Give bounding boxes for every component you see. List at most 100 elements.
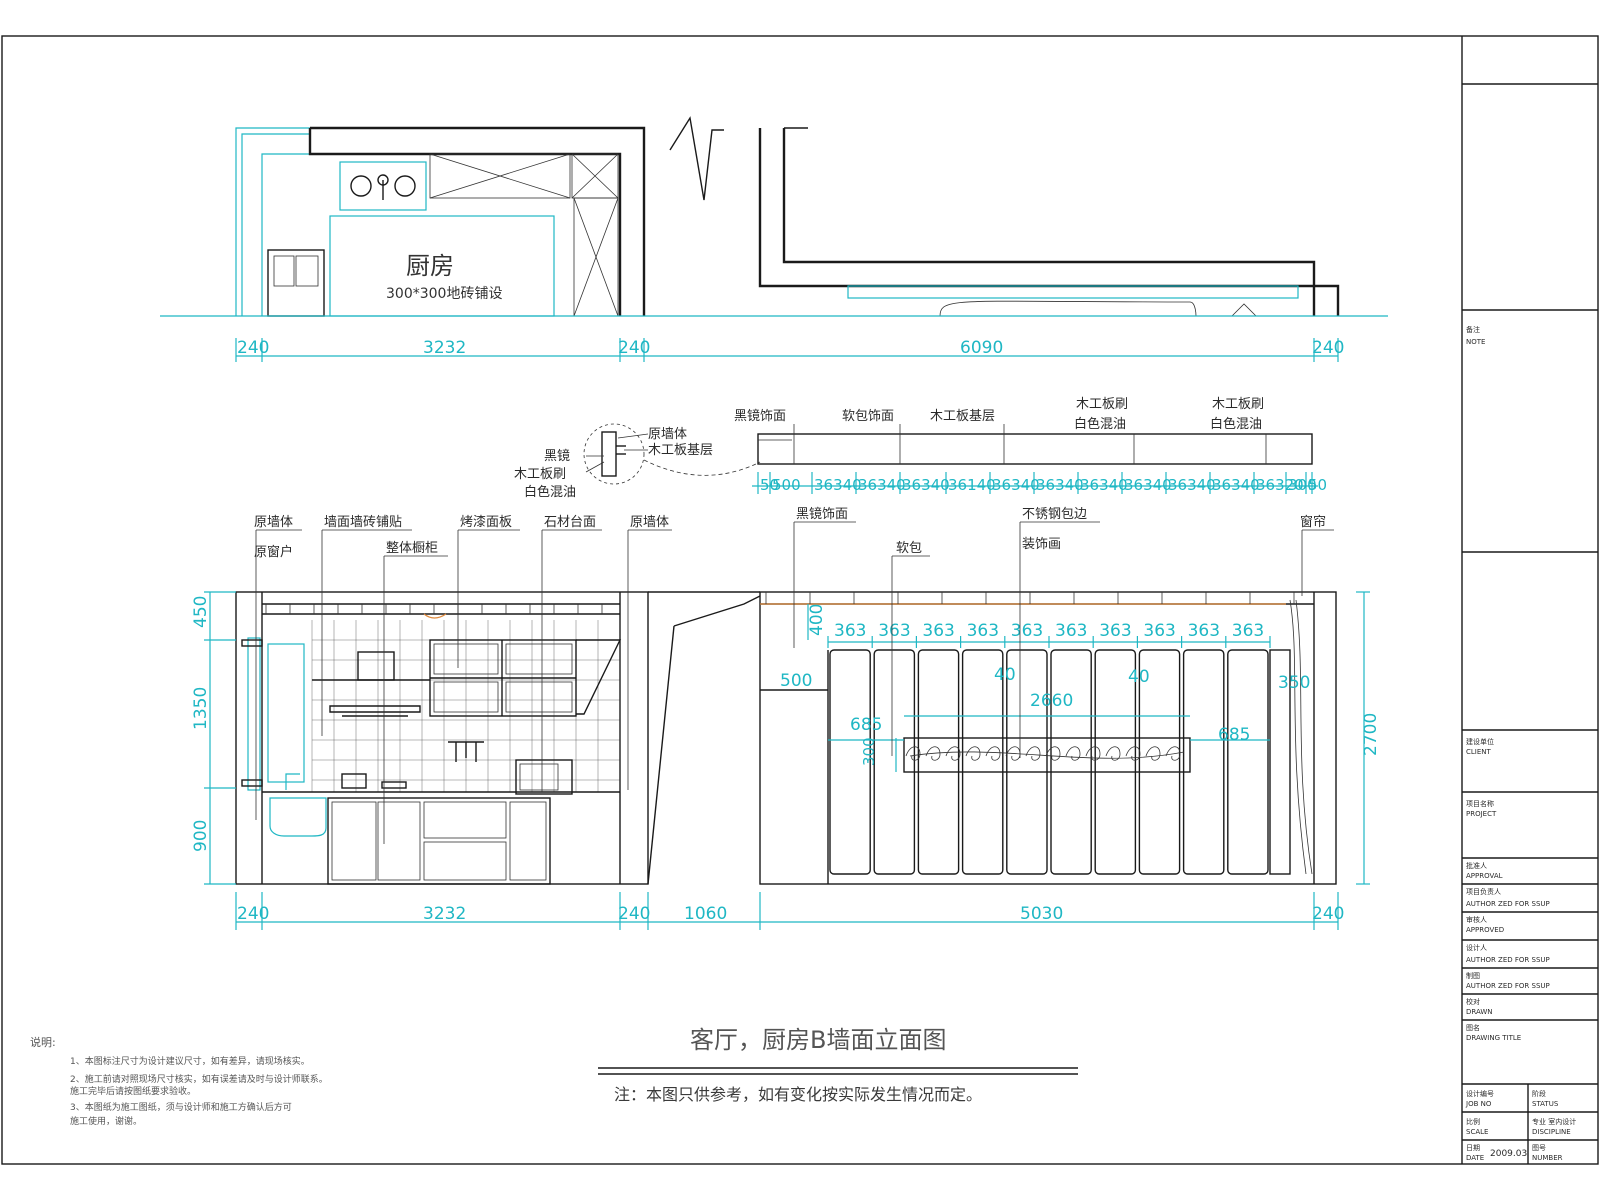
living-dim-right: 350 (1278, 673, 1310, 693)
ornament-scroll (1165, 746, 1181, 761)
panel-width-label: 363 (922, 621, 954, 641)
ornament-scroll (945, 746, 961, 761)
living-dim-top: 400 (807, 604, 827, 636)
tb-status-en: STATUS (1532, 1100, 1559, 1108)
kitchen-height-dim: 1350 (191, 687, 211, 730)
living-dim-margin-r: 685 (1218, 725, 1250, 745)
kitchen-label: 烤漆面板 (460, 514, 512, 530)
strip-dim-label: 36340 (902, 476, 950, 494)
disclaimer-note: 注：本图只供参考，如有变化按实际发生情况而定。 (614, 1085, 982, 1104)
living-label: 装饰画 (1022, 537, 1061, 552)
ornament-scroll (1085, 746, 1101, 761)
explanations-heading: 说明: (30, 1035, 56, 1049)
panel-width-label: 363 (878, 621, 910, 641)
strip-dim-label: 36340 (1036, 476, 1084, 494)
living-label: 软包 (896, 541, 922, 556)
kitchen-label: 原墙体 (254, 515, 293, 530)
sheet-border (1, 35, 1599, 1165)
tb-drawing-title: 图名 (1466, 1023, 1480, 1032)
plan-floor-note: 300*300地砖铺设 (386, 286, 502, 302)
plan-room-label: 厨房 (406, 252, 454, 280)
strip-label: 软包饰面 (842, 409, 894, 424)
soft-panel (1182, 649, 1225, 875)
tb-checker-en: DRAWN (1466, 1008, 1493, 1016)
tb-drafter: 制图 (1466, 971, 1480, 980)
explanations: 说明: 1、本图标注尺寸为设计建议尺寸，如有差异，请现场核实。 2、施工前请对照… (30, 1035, 328, 1127)
tb-project-en: PROJECT (1466, 810, 1497, 818)
soft-panel (1050, 649, 1092, 875)
tb-scale-en: SCALE (1466, 1128, 1488, 1136)
panel-width-label: 363 (967, 621, 999, 641)
detail-label: 木工板基层 (648, 443, 713, 458)
tb-client: 建设单位 (1466, 737, 1494, 746)
panel-width-label: 363 (1099, 621, 1131, 641)
explanation-item: 2、施工前请对照现场尺寸核实，如有误差请及时与设计师联系。 (70, 1073, 328, 1085)
detail-label: 白色混油 (524, 484, 576, 500)
living-dim-painting-w: 2660 (1030, 691, 1073, 711)
tb-scale: 比例 (1466, 1117, 1480, 1126)
tb-job-no-en: JOB NO (1465, 1100, 1492, 1108)
strip-dim-label: 36320 (1256, 476, 1304, 494)
strip-dim-label: 500 (772, 476, 801, 494)
strip-dim-label: 50 (760, 476, 779, 494)
living-dim-left: 500 (780, 671, 812, 691)
kitchen-label: 石材台面 (544, 515, 596, 530)
plan-dim: 240 (1312, 338, 1344, 358)
detail-label: 木工板刷 (514, 467, 566, 482)
elev-dim: 3232 (423, 904, 466, 924)
explanation-item: 施工使用，谢谢。 (70, 1115, 142, 1127)
tb-reviewer-en: APPROVED (1466, 926, 1504, 934)
strip-dim-label: 36340 (1212, 476, 1260, 494)
soft-panel (1006, 649, 1048, 875)
tb-project: 项目名称 (1466, 799, 1494, 808)
title-block: 备注 NOTE 建设单位 CLIENT 项目名称 PROJECT 批准人 APP… (1462, 83, 1598, 1164)
ornament-scroll (965, 746, 981, 761)
ornament-scroll (925, 746, 941, 761)
strip-dim-label: 36340 (1168, 476, 1216, 494)
tb-designer-en: AUTHOR ZED FOR SSUP (1466, 956, 1550, 964)
soft-panel (917, 649, 960, 875)
panel-width-label: 363 (1011, 621, 1043, 641)
floor-plan: 厨房 300*300地砖铺设 240 3232 240 6090 240 (160, 116, 1388, 362)
tb-drawing-title-en: DRAWING TITLE (1466, 1034, 1521, 1042)
ornament-scroll (905, 746, 921, 761)
ornament-scroll (1025, 746, 1041, 761)
kitchen-height-dim: 450 (191, 596, 211, 628)
tb-leader: 项目负责人 (1466, 887, 1501, 896)
living-dim-gap-a: 40 (994, 665, 1016, 685)
strip-dim-label: 36140 (948, 476, 996, 494)
living-label: 窗帘 (1300, 514, 1326, 530)
explanation-item: 1、本图标注尺寸为设计建议尺寸，如有差异，请现场核实。 (70, 1055, 310, 1067)
ornament-scroll (985, 746, 1001, 761)
ornament-scroll (1045, 746, 1061, 761)
tb-number: 图号 (1532, 1144, 1546, 1152)
tb-job-no: 设计编号 (1466, 1089, 1494, 1098)
living-dim-painting-h: 300 (860, 737, 878, 766)
panel-width-label: 363 (1143, 621, 1175, 641)
strip-dim-label: 50 (1308, 476, 1327, 494)
tb-checker: 校对 (1466, 997, 1480, 1006)
ornament-stem (909, 751, 1185, 759)
plan-dim: 6090 (960, 338, 1003, 358)
panel-width-label: 363 (1188, 621, 1220, 641)
strip-label: 白色混油 (1210, 416, 1262, 432)
strip-dim-label: 36340 (1080, 476, 1128, 494)
kitchen-label: 原墙体 (630, 515, 669, 530)
kitchen-height-dim: 900 (191, 820, 211, 852)
ornament-scroll (1065, 746, 1081, 761)
ornament-scroll (1145, 746, 1161, 761)
soft-panel (1138, 649, 1181, 875)
tb-designer: 设计人 (1466, 943, 1487, 952)
soft-panel (1094, 649, 1137, 875)
living-label: 黑镜饰面 (796, 507, 848, 522)
tb-date-value: 2009.03 (1490, 1149, 1527, 1159)
plan-dim: 3232 (423, 338, 466, 358)
section-detail: 原墙体 木工板基层 黑镜 木工板刷 白色混油 (514, 423, 761, 500)
living-dim-margin-l: 685 (850, 715, 882, 735)
strip-dim-label: 36340 (992, 476, 1040, 494)
living-dim-total-h: 2700 (1361, 713, 1381, 756)
soft-panel (1227, 649, 1269, 875)
strip-label: 木工板刷 (1076, 397, 1128, 412)
